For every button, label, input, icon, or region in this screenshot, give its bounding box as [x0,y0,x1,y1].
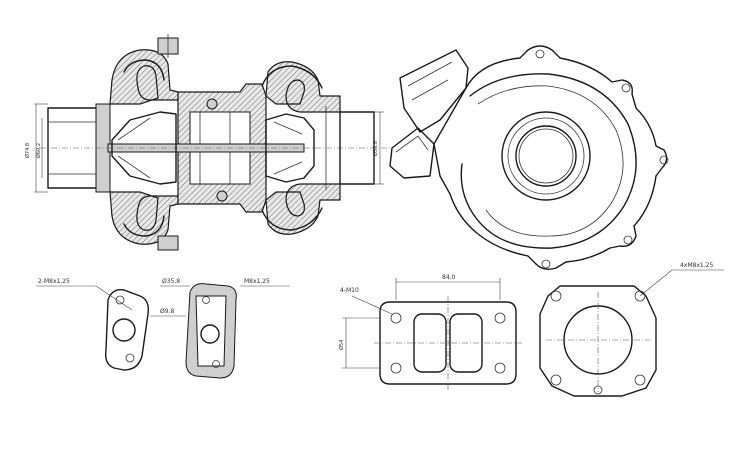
round-outlet-flange: 4xM8x1.25 [539,262,724,397]
t3-holes-label: 4-M10 [340,287,359,294]
volute-bore-outer [501,111,591,201]
compressor-housing-lower [109,191,179,245]
compressor-wheel [111,111,177,185]
outlet-dia-label: Ø58.8 [372,141,379,156]
t3-flange: 84.0 Ø54 4-M10 [338,274,522,390]
volute-inlet-duct [399,49,469,133]
outlet-flange-holes-label: 4xM8x1.25 [680,262,713,269]
turbine-outlet [339,111,375,185]
volute-flange-stub [389,127,435,179]
flange-dim-a-label: Ø35.8 [162,278,180,285]
compressor-housing-upper [109,49,179,105]
turbine-housing-lower [265,183,341,235]
bottom-bolt [157,235,179,251]
inlet-inner-dia-label: Ø60.2 [35,143,42,158]
turbine-wheel [265,113,315,183]
t3-height-label: Ø54 [338,340,345,350]
outlet-dimension: Ø58.8 [372,111,384,185]
inlet-dimensions: Ø74.8 Ø60.2 [24,103,48,193]
oil-flange-shaded: Ø35.8 M8x1.25 Ø9.8 [150,278,290,379]
turbine-volute-view [389,45,669,271]
flange-holes-label: 2-M8x1.25 [38,278,70,285]
volute-bore-inner [515,125,577,187]
turbine-housing-upper [265,61,341,113]
volute-scroll [460,73,637,249]
inlet-outer-dia-label: Ø74.8 [24,143,31,158]
flange-dim-c-label: Ø9.8 [160,308,174,315]
oil-flange-plain: 2-M8x1.25 [36,278,150,371]
flange-dim-b-label: M8x1.25 [244,278,270,285]
t3-width-label: 84.0 [442,274,456,281]
cross-section-view: Ø74.8 Ø60.2 Ø58.8 [24,34,390,251]
volute-outer-shell [433,45,668,271]
